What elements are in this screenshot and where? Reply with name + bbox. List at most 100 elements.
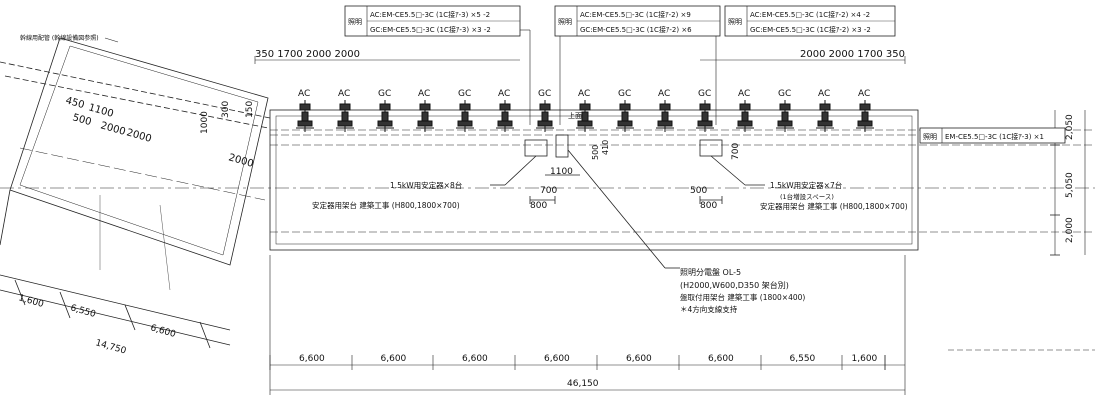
- lamp-part: [781, 111, 789, 122]
- lamp-fixture: GC: [376, 89, 394, 132]
- lamp-fixture: AC: [336, 89, 354, 132]
- left-wing-outline: [9, 37, 269, 266]
- dim-6600-left: 6,600: [149, 323, 177, 340]
- lamp-fixture: AC: [656, 89, 674, 132]
- dim-450: 450: [64, 95, 85, 111]
- lamp-part: [301, 111, 309, 122]
- lamp-type-label: GC: [618, 89, 631, 99]
- top-dims-right: 2000 2000 1700 350: [800, 49, 905, 60]
- panel-note-line2: (H2000,W600,D350 架台別): [680, 280, 789, 290]
- trunk-duct-line: [0, 61, 271, 119]
- lamp-fixture: AC: [816, 89, 834, 132]
- top-dims: [254, 56, 906, 64]
- lamp-type-label: AC: [858, 89, 870, 99]
- lamp-fixture: AC: [416, 89, 434, 132]
- lamp-type-label: GC: [778, 89, 791, 99]
- lamp-part: [659, 103, 671, 111]
- bottom-dim-label: 6,600: [708, 354, 734, 364]
- dim-tick: [14, 279, 26, 306]
- lamp-part: [537, 120, 553, 127]
- equipment: [490, 134, 765, 269]
- building-inner: [275, 115, 913, 245]
- lamp-part: [701, 111, 709, 122]
- top-dims-left: 350 1700 2000 2000: [255, 49, 360, 60]
- lamp-type-label: AC: [418, 89, 430, 99]
- lamp-type-label: GC: [538, 89, 551, 99]
- dim-800-a: 800: [530, 201, 547, 211]
- stabilizer-rack-left: [524, 139, 548, 157]
- lamp-part: [819, 103, 831, 111]
- dim-14750: 14,750: [94, 338, 127, 356]
- lamp-part: [739, 103, 751, 111]
- dim-500-b: 500: [690, 186, 707, 196]
- stabilizer-left-line1: 1.5kW用安定器×8台: [390, 180, 462, 190]
- lamp-part: [501, 111, 509, 122]
- lamp-part: [619, 103, 631, 111]
- lamp-part: [541, 111, 549, 122]
- lamp-fixture: GC: [696, 89, 714, 132]
- lamp-part: [779, 103, 791, 111]
- note-mid-label: 照明: [558, 18, 572, 26]
- trunk-label: 幹線用配管 (幹線設備図参照): [20, 34, 99, 42]
- note-mid-line2: GC:EM-CE5.5□-3C (1C接ｱ-2) ×6: [580, 25, 692, 34]
- bottom-dims: [269, 255, 906, 395]
- lamp-part: [577, 120, 593, 127]
- lamp-part: [657, 120, 673, 127]
- lamp-fixture: AC: [576, 89, 594, 132]
- left-wing-inner: [19, 45, 259, 256]
- right-dim-2000: 2,000: [1065, 217, 1075, 243]
- lamp-part: [777, 120, 793, 127]
- stabilizer-left-line2: 安定器用架台 建築工事 (H800,1800×700): [312, 200, 460, 210]
- lamp-type-label: GC: [698, 89, 711, 99]
- lamp-fixture: GC: [536, 89, 554, 132]
- right-dim-5050: 5,050: [1065, 172, 1075, 198]
- lamp-type-label: AC: [658, 89, 670, 99]
- lamp-part: [859, 103, 871, 111]
- lamp-part: [457, 120, 473, 127]
- side-note-label: 照明: [923, 133, 937, 141]
- left-wing-dims: 幹線用配管 (幹線設備図参照) 450 1100 500 2000 2000 2…: [17, 34, 255, 357]
- lamp-type-label: AC: [578, 89, 590, 99]
- lamp-part: [737, 120, 753, 127]
- building-outline: [269, 109, 919, 251]
- lamp-part: [617, 120, 633, 127]
- dim-500-center: 500: [591, 145, 600, 160]
- lamp-part: [417, 120, 433, 127]
- main-building: [0, 109, 1095, 351]
- note-left-line1: AC:EM-CE5.5□-3C (1C接ｱ-3) ×5 -2: [370, 10, 490, 19]
- dim-500: 500: [71, 112, 92, 128]
- note-box-right: 照明 AC:EM-CE5.5□-3C (1C接ｱ-2) ×4 -2 GC:EM-…: [715, 5, 896, 125]
- side-note-box: 照明 EM-CE5.5□-3C (1C接ｱ-3) ×1: [919, 127, 1066, 144]
- lamp-part: [461, 111, 469, 122]
- lamp-type-label: AC: [738, 89, 750, 99]
- lamp-part: [861, 111, 869, 122]
- side-note-text: EM-CE5.5□-3C (1C接ｱ-3) ×1: [945, 132, 1044, 141]
- note-right-line1: AC:EM-CE5.5□-3C (1C接ｱ-2) ×4 -2: [750, 10, 870, 19]
- lamp-part: [497, 120, 513, 127]
- note-box-mid: 照明 AC:EM-CE5.5□-3C (1C接ｱ-2) ×9 GC:EM-CE5…: [554, 5, 721, 125]
- dim-2000-b: 2000: [125, 127, 152, 145]
- lamp-part: [699, 103, 711, 111]
- dim-6550-left: 6,550: [69, 303, 97, 320]
- lamp-fixture: AC: [296, 89, 314, 132]
- bottom-dim-label: 6,600: [626, 354, 652, 364]
- dim-1000: 1000: [200, 111, 210, 134]
- lamp-part: [539, 103, 551, 111]
- stabilizer-rack-right: [699, 139, 723, 157]
- dim-700-b: 700: [731, 143, 741, 160]
- lamp-part: [299, 103, 311, 111]
- bottom-dim-label: 6,600: [462, 354, 488, 364]
- dim-2000-a: 2000: [99, 120, 126, 138]
- panel-note: 照明分電盤 OL-5 (H2000,W600,D350 架台別) 盤取付用架台 …: [680, 267, 805, 314]
- lamp-fixture: AC: [856, 89, 874, 132]
- lamp-fixture: AC: [736, 89, 754, 132]
- dim-300: 300: [221, 101, 231, 118]
- dim-700-a: 700: [540, 186, 557, 196]
- panel-note-line3: 盤取付用架台 建築工事 (1800×400): [680, 292, 805, 302]
- note-mid-line1: AC:EM-CE5.5□-3C (1C接ｱ-2) ×9: [580, 10, 691, 19]
- center-marks: 上面 500 410 1100 700 800 500 800 700: [530, 111, 741, 211]
- lamp-part: [821, 111, 829, 122]
